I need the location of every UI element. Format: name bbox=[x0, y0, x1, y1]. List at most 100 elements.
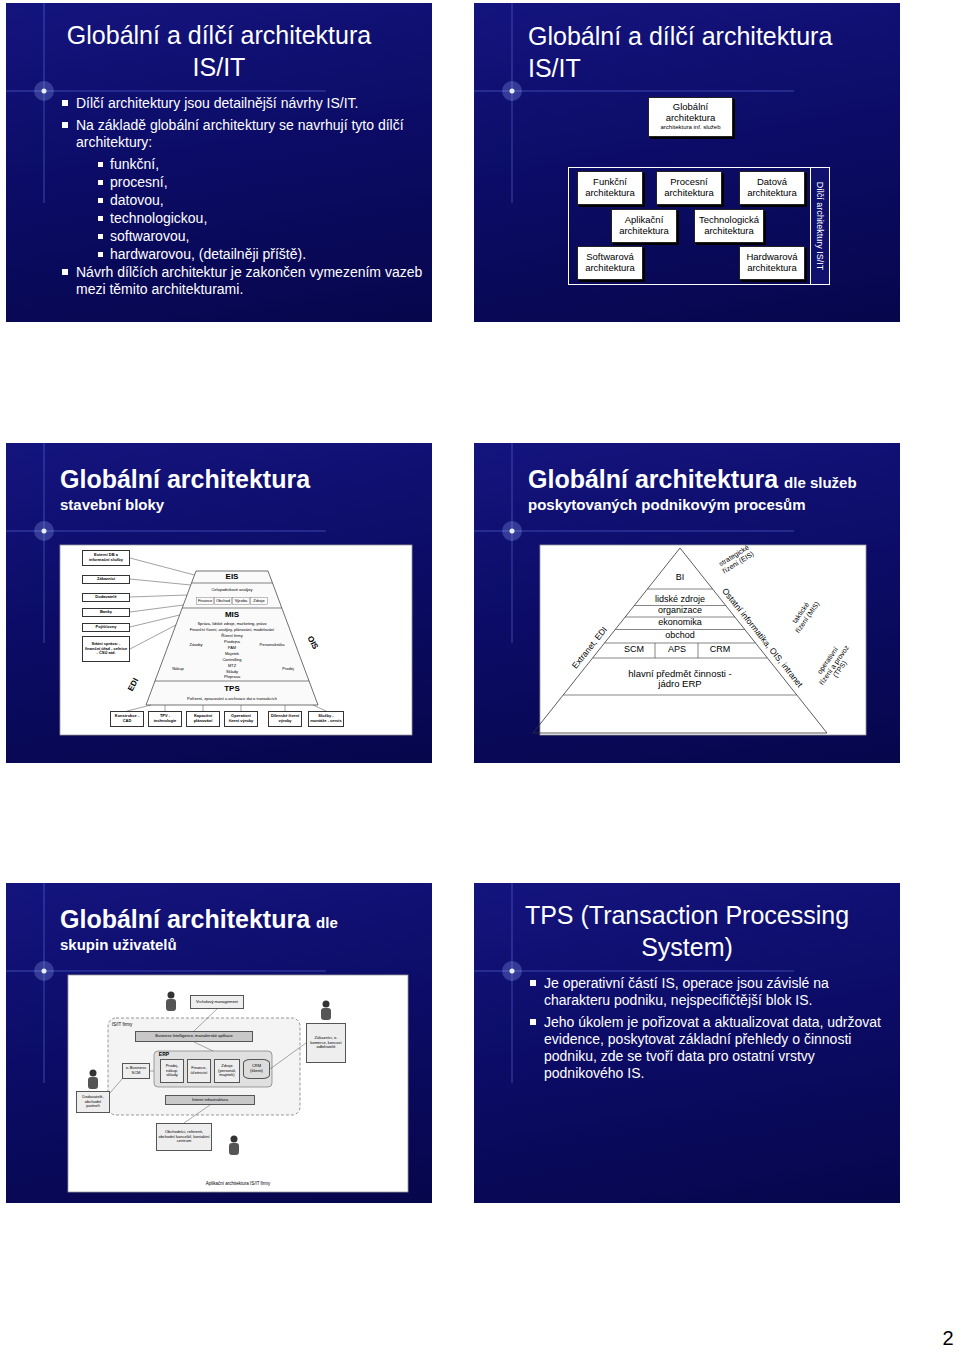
box-title: Hardwarová architektura bbox=[742, 252, 802, 274]
block-text: Konstrukce - CAD bbox=[112, 714, 142, 723]
person-head bbox=[90, 1070, 97, 1077]
module-box bbox=[251, 598, 268, 605]
figure-label: organizace bbox=[657, 606, 703, 616]
app-box: Vrcholový management bbox=[190, 995, 244, 1009]
band-line bbox=[155, 681, 309, 682]
sub-bullet-text: procesní, bbox=[98, 174, 426, 191]
figure-label: hlavní předmět činnosti - jádro ERP bbox=[620, 669, 740, 690]
figure-ground bbox=[60, 545, 412, 735]
flare-core bbox=[510, 969, 515, 974]
link-line bbox=[150, 1071, 154, 1072]
block-box: Státní správa: - finanční úřad - celnice… bbox=[82, 636, 130, 662]
architecture-box: Technologická architektura bbox=[694, 209, 764, 243]
link-line bbox=[194, 1009, 217, 1031]
box-title: Softwarová architektura bbox=[580, 252, 640, 274]
feed-line bbox=[130, 558, 195, 575]
block-text: Dílenské řízení výroby bbox=[270, 714, 300, 723]
erp-area bbox=[154, 1051, 272, 1087]
block-box: Dodavatelé bbox=[82, 593, 130, 602]
bullet-text: Návrh dílčích architektur je zakončen vy… bbox=[62, 264, 426, 298]
slide: Globální a dílčí architektura IS/ITGlobá… bbox=[474, 3, 900, 322]
architecture-box: Datová architektura bbox=[739, 171, 805, 205]
flare-core bbox=[42, 969, 47, 974]
feed-line bbox=[130, 615, 180, 627]
layer-line bbox=[605, 643, 756, 644]
slide: TPS (Transaction Processing System)Je op… bbox=[474, 883, 900, 1203]
figure-label: lidské zdroje bbox=[654, 595, 706, 605]
figure-label: SCM bbox=[623, 645, 645, 655]
figure-label: Majetek bbox=[224, 652, 240, 656]
architecture-box: Procesní architektura bbox=[656, 171, 722, 205]
box-text: Dodavatelé, obchodní partneři bbox=[78, 1095, 108, 1109]
layer-line bbox=[647, 589, 712, 590]
app-band: Business Intelligence, manažerské aplika… bbox=[135, 1031, 253, 1042]
figure-label: BI bbox=[675, 573, 686, 583]
sub-bullet-text: datovou, bbox=[98, 192, 426, 209]
app-box: Finance, účetnictví bbox=[187, 1059, 211, 1083]
box-title: Aplikační architektura bbox=[614, 215, 674, 237]
app-box: Prodej, nákup, sklady bbox=[160, 1059, 184, 1083]
box-text: Business Intelligence, manažerské aplika… bbox=[155, 1034, 232, 1039]
person-head bbox=[231, 1136, 238, 1143]
slide-title: Globální architektura bbox=[60, 905, 310, 933]
feed-line bbox=[130, 605, 183, 612]
title-suffix: dle bbox=[316, 914, 338, 931]
figure-label: Pořízení, zpracování a archivace dat o t… bbox=[186, 697, 278, 701]
link-line bbox=[270, 1043, 306, 1069]
flare-glow bbox=[502, 81, 522, 101]
flare-glow bbox=[34, 81, 54, 101]
figure-label: Aplikační architektura IS/IT firmy bbox=[205, 1182, 272, 1187]
figure-label: APS bbox=[667, 645, 687, 655]
block-box: Dílenské řízení výroby bbox=[268, 711, 302, 727]
subarchitecture-frame: Dílčí architektury IS/ITFunkční architek… bbox=[568, 167, 830, 285]
box-subtitle: architektura inf. služeb bbox=[660, 124, 720, 131]
flare-glow bbox=[502, 521, 522, 541]
app-band: Interní infrastruktura bbox=[165, 1095, 255, 1105]
layer-line bbox=[615, 629, 745, 630]
flare-line bbox=[44, 883, 45, 1083]
figure-label: Finance bbox=[197, 599, 213, 603]
figure-label: Controlling bbox=[221, 658, 242, 662]
band-line bbox=[182, 608, 282, 609]
link-line bbox=[184, 1105, 210, 1123]
slide-title: Globální a dílčí architektura IS/IT bbox=[46, 19, 392, 83]
slide-title: Globální architektura bbox=[60, 465, 310, 493]
layer-line bbox=[655, 643, 656, 658]
slide: Globální a dílčí architektura IS/ITDílčí… bbox=[6, 3, 432, 322]
box-text: e-Business SCM bbox=[124, 1066, 148, 1075]
box-text: Zdroje (personál, majetek) bbox=[216, 1064, 238, 1078]
figure-label: Obchod bbox=[215, 599, 231, 603]
box-title: Datová architektura bbox=[742, 177, 802, 199]
slide-subtitle: stavební bloky bbox=[60, 495, 432, 514]
figure-label: Prodej bbox=[281, 667, 295, 671]
block-box: TPV - technologie bbox=[148, 711, 182, 727]
title-suffix: dle služeb bbox=[784, 474, 857, 491]
box-title: Funkční architektura bbox=[580, 177, 640, 199]
person-head bbox=[168, 992, 175, 999]
block-text: Služby - montáže - servis bbox=[310, 714, 342, 723]
pyramid-outline bbox=[533, 548, 827, 733]
flare-line bbox=[44, 443, 45, 643]
slide: Globální architekturadleskupin uživatelů… bbox=[6, 883, 432, 1203]
block-text: Pojišťovny bbox=[96, 625, 117, 630]
figure-label: MTZ bbox=[227, 664, 237, 668]
flare-core bbox=[42, 529, 47, 534]
box-text: CRM (klienti) bbox=[245, 1064, 268, 1073]
sub-bullet-text: funkční, bbox=[98, 156, 426, 173]
flare-line bbox=[512, 3, 513, 203]
sub-bullet-text: hardwarovou, (detailněji příště). bbox=[98, 246, 426, 263]
figure-label: Celopodnikové analýzy bbox=[210, 588, 253, 592]
flare-glow bbox=[34, 521, 54, 541]
block-box: Externí DB a informační služby bbox=[82, 550, 130, 566]
person-head bbox=[323, 1001, 330, 1008]
block-text: Dodavatelé bbox=[95, 595, 116, 600]
box-text: Interní infrastruktura bbox=[192, 1098, 228, 1103]
app-box: Zákazníci, e-komerce, koncoví odběratelé bbox=[306, 1023, 346, 1063]
box-text: Obchodníci, referenti, obchodní kancelář… bbox=[158, 1130, 210, 1144]
architecture-box: Aplikační architektura bbox=[611, 209, 677, 243]
slide: Globální architektura stavební blokyExter… bbox=[6, 443, 432, 763]
flare-core bbox=[510, 529, 515, 534]
box-title: Procesní architektura bbox=[659, 177, 719, 199]
figure-label: Správa, lidské zdroje, marketing, právo bbox=[196, 622, 267, 626]
